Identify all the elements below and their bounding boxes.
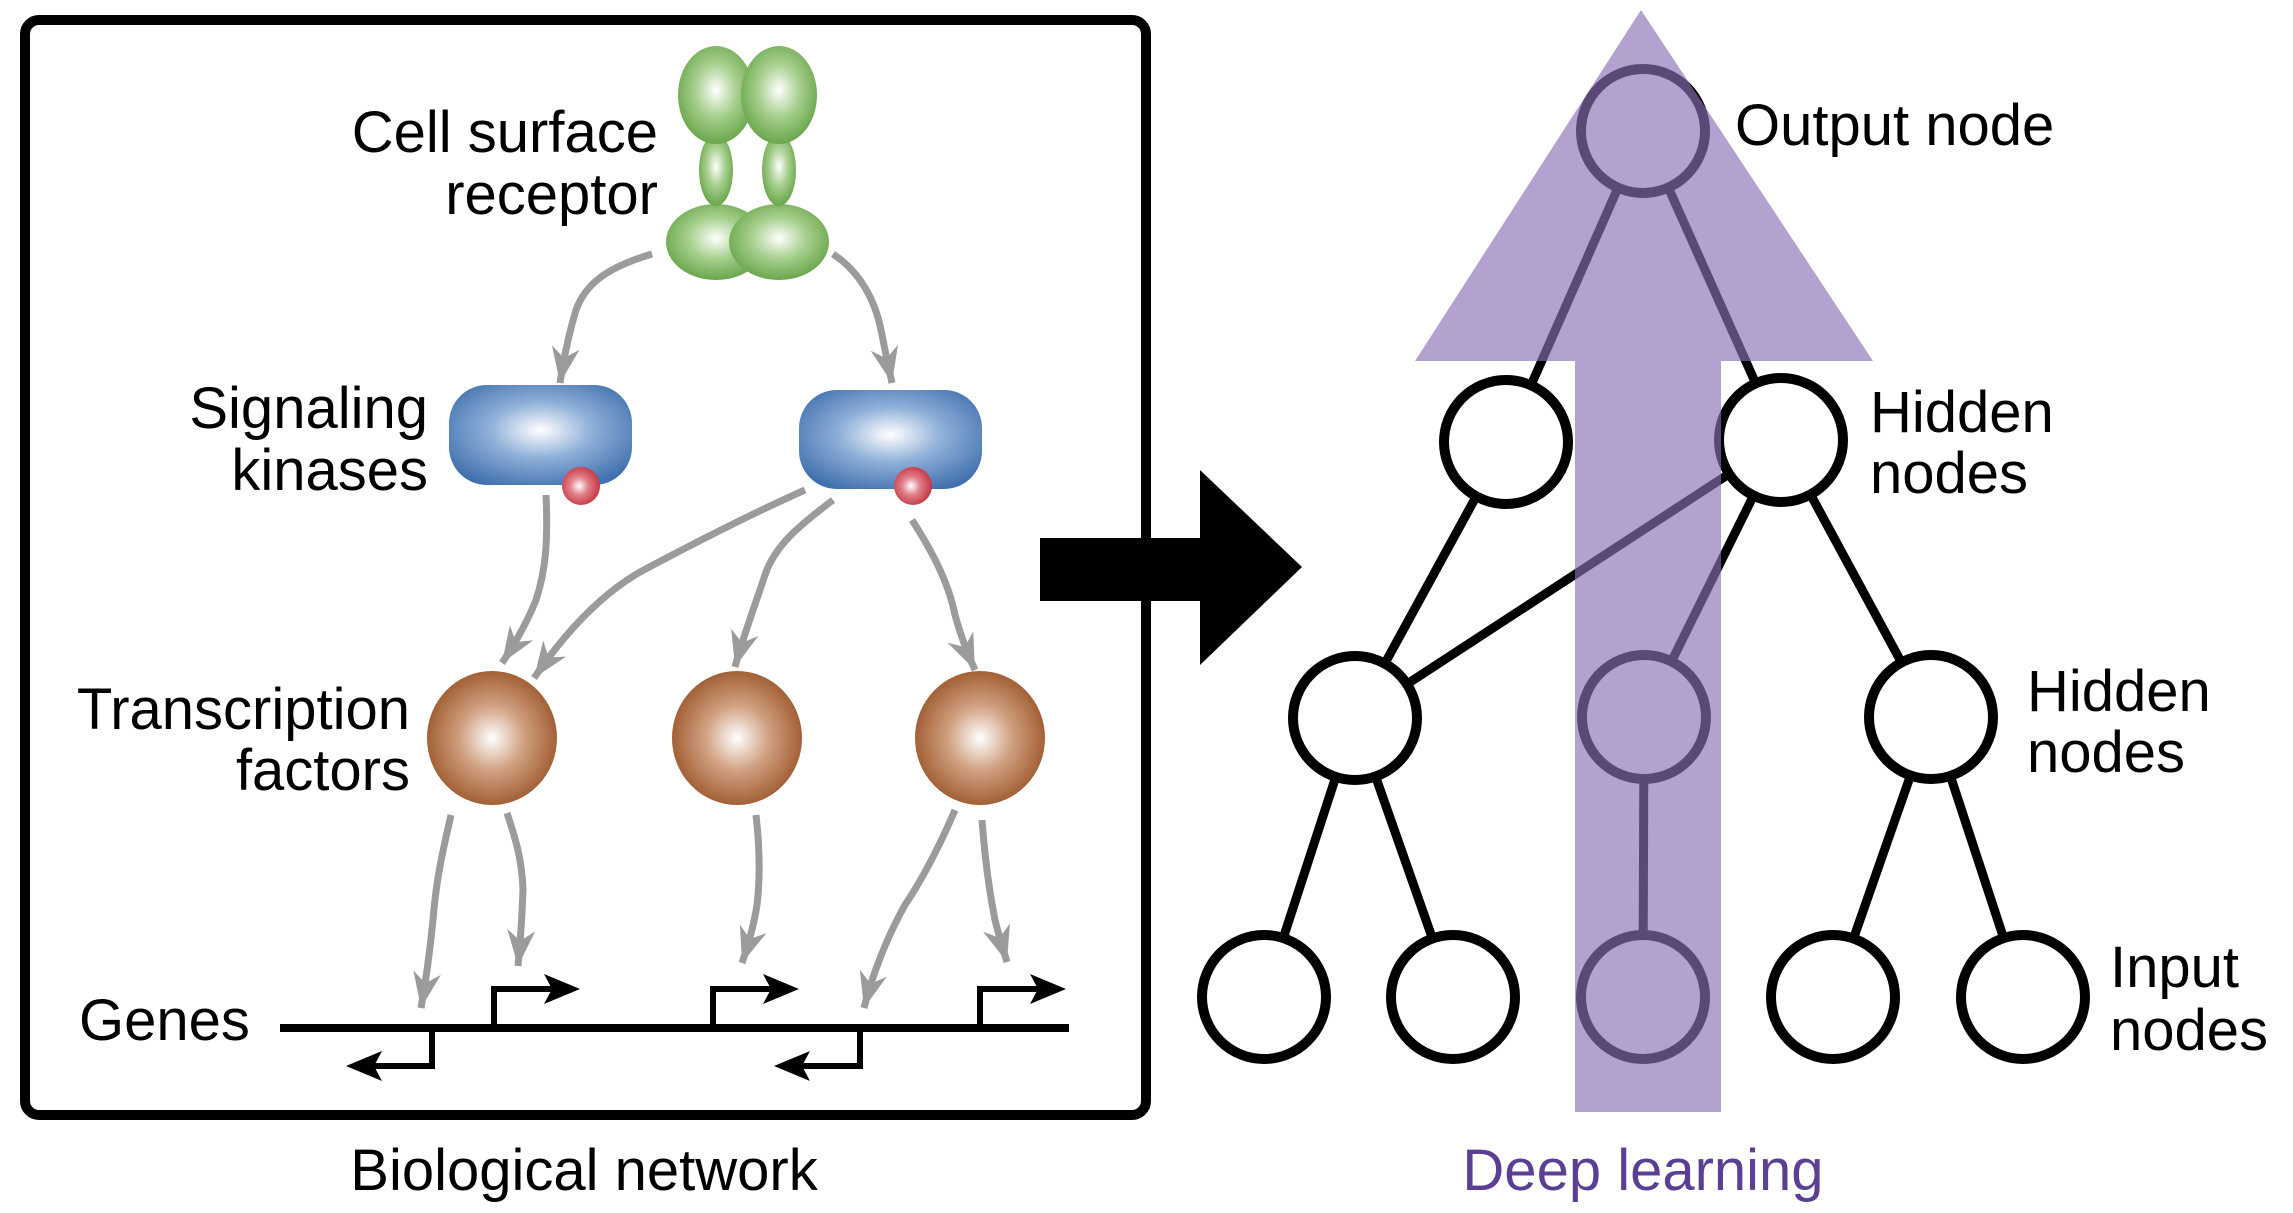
receptor-label-line1: Cell surface (352, 100, 658, 165)
phosphate-dot-icon (894, 467, 932, 505)
kinases-label-line1: Signaling (189, 376, 428, 441)
reverse-promoter-arrow-icon (346, 1028, 435, 1081)
deep-learning-caption: Deep learning (1462, 1138, 1823, 1203)
kinase-2-icon (799, 390, 982, 505)
arrow-head-icon (739, 924, 767, 963)
arrow-head-icon (534, 640, 567, 678)
arrow-head-icon (983, 923, 1010, 962)
input-node (1386, 930, 1520, 1064)
phosphate-dot-icon (562, 467, 600, 505)
arrow-head-icon (859, 969, 887, 1008)
reverse-promoter-arrow-icon (774, 1028, 863, 1081)
deep-learning-panel: Output node Hidden nodes Hidden nodes In… (1197, 10, 2268, 1203)
signal-arrow (417, 814, 455, 1009)
arrow-head-icon (413, 970, 441, 1008)
forward-promoter-arrow-icon (977, 974, 1066, 1028)
input-nodes-label-line1: Input (2110, 935, 2239, 1000)
genes-label: Genes (79, 988, 250, 1053)
biological-network-caption: Biological network (350, 1138, 818, 1203)
hidden-layer-2-label-line2: nodes (2027, 720, 2185, 785)
arrow-head-icon (947, 631, 975, 670)
signal-arrow (860, 808, 959, 1009)
tf-label-line1: Transcription (77, 677, 410, 742)
hidden-layer-1-label-line1: Hidden (1870, 380, 2054, 445)
hidden-layer-2-label-line1: Hidden (2027, 659, 2211, 724)
deep-learning-arrow-icon (1415, 10, 1873, 1112)
hidden-layer-1-label-line2: nodes (1870, 441, 2028, 506)
transcription-factor-1-icon (427, 671, 557, 805)
input-node (1956, 930, 2090, 1064)
input-node (1766, 930, 1900, 1064)
arrow-head-icon (502, 625, 534, 663)
arrow-head-icon (731, 628, 759, 667)
biological-network-panel: Cell surface receptor Signaling kinases … (20, 15, 1151, 1203)
input-node (1197, 930, 1331, 1064)
arrow-head-icon (870, 344, 898, 383)
hidden-2-node (1864, 650, 1998, 784)
receptor-label-line2: receptor (445, 162, 658, 227)
transcription-factor-2-icon (672, 671, 802, 805)
signal-arrow (531, 486, 807, 680)
gene-promoters (346, 974, 1066, 1081)
hidden-1-node (1439, 375, 1573, 509)
right-arrow-icon (1040, 470, 1302, 665)
hidden-2-node (1288, 651, 1422, 785)
kinase-1-icon (449, 385, 632, 505)
forward-promoter-arrow-icon (491, 974, 580, 1028)
arrow-head-icon (507, 928, 536, 966)
output-node-label: Output node (1735, 93, 2054, 158)
signal-arrow (731, 497, 836, 668)
arrow-head-icon (551, 345, 580, 383)
hidden-1-node (1714, 373, 1848, 507)
transcription-factor-3-icon (915, 671, 1045, 805)
signaling-arrows (413, 250, 1011, 1009)
forward-promoter-arrow-icon (710, 974, 799, 1028)
input-nodes-label-line2: nodes (2110, 998, 2268, 1063)
tf-label-line2: factors (236, 738, 410, 803)
cell-surface-receptor-icon (666, 46, 829, 280)
kinases-label-line2: kinases (231, 438, 428, 503)
signal-arrow (556, 250, 653, 384)
